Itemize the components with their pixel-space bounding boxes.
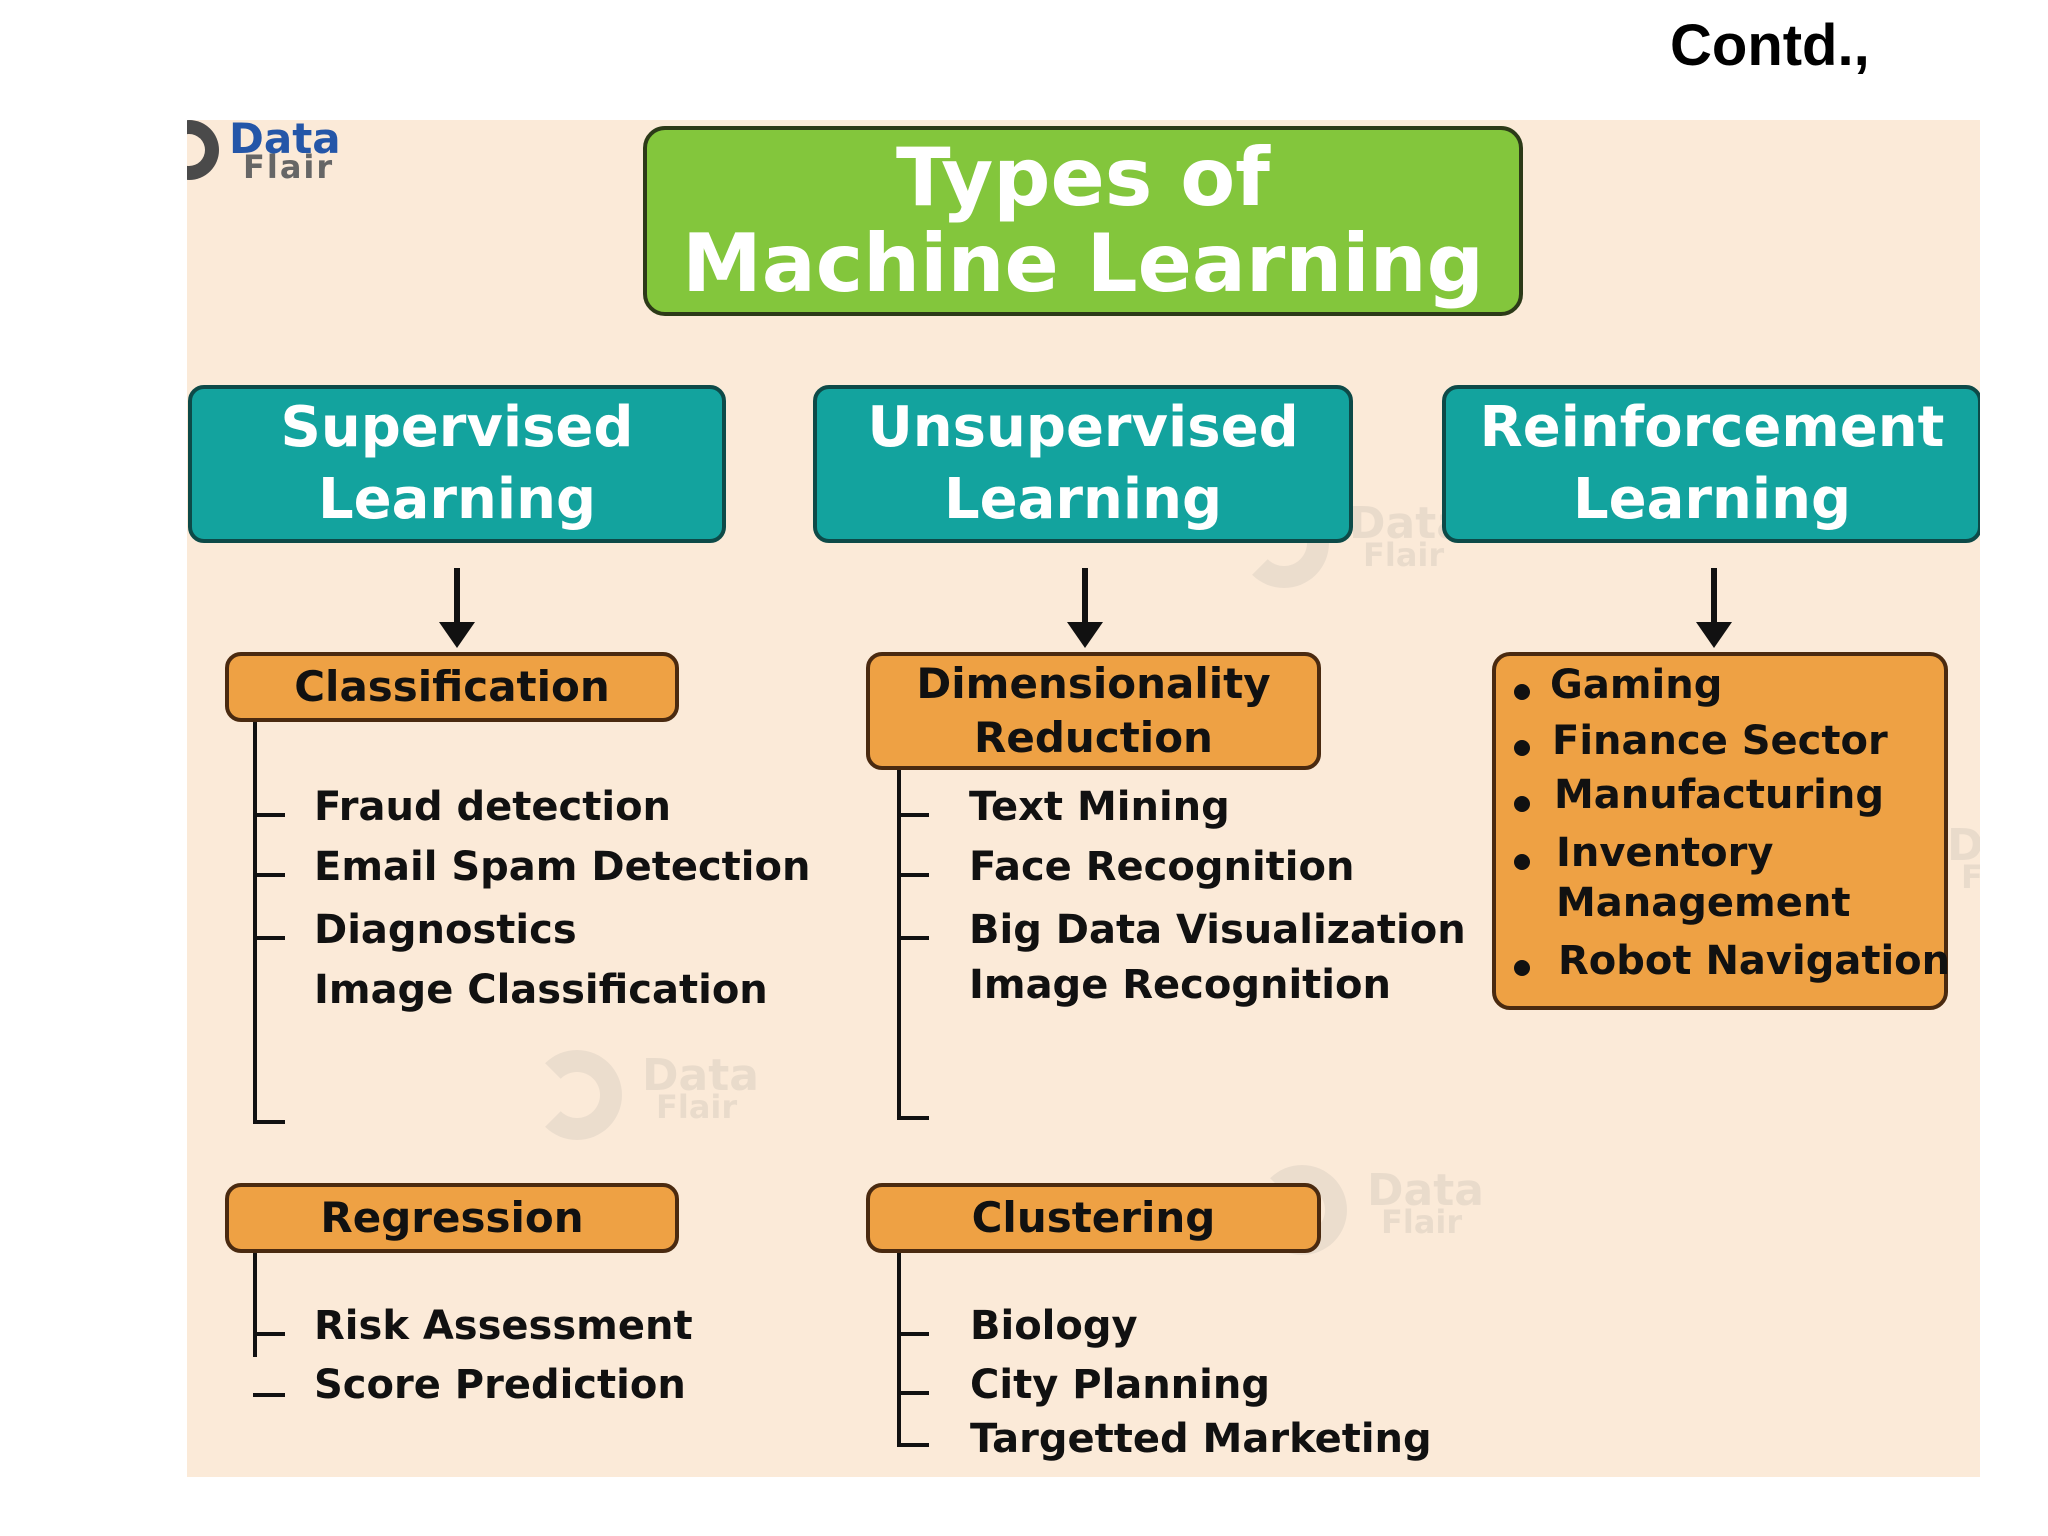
list-item: Image Classification — [314, 967, 768, 1013]
list-item: Face Recognition — [969, 844, 1355, 890]
tree-line — [897, 770, 901, 1120]
list-item: Targetted Marketing — [970, 1416, 1432, 1462]
logo-ring-icon — [187, 120, 219, 180]
tree-branch — [253, 813, 285, 817]
tree-branch — [253, 1332, 285, 1336]
tree-line — [253, 722, 257, 1124]
title-line2: Machine Learning — [682, 217, 1484, 310]
list-item: Risk Assessment — [314, 1303, 693, 1349]
tree-branch — [897, 1116, 929, 1120]
logo-line2: Flair — [243, 148, 335, 186]
unsupervised-line1: Unsupervised — [867, 395, 1299, 460]
reinforcement-applications-box: Gaming Finance Sector Manufacturing Inve… — [1492, 652, 1951, 1010]
tree-branch — [897, 1332, 929, 1336]
bullet-icon — [1514, 740, 1530, 756]
unsupervised-learning-box: Unsupervised Learning — [813, 385, 1353, 543]
bullet-icon — [1514, 960, 1530, 976]
regression-label: Regression — [320, 1193, 584, 1242]
tree-line — [897, 1253, 901, 1447]
clustering-box: Clustering — [866, 1183, 1321, 1253]
tree-branch — [897, 813, 929, 817]
contd-heading: Contd., — [1670, 13, 1870, 78]
supervised-learning-box: Supervised Learning — [188, 385, 726, 543]
tree-line — [253, 1253, 257, 1357]
list-item: Finance Sector — [1552, 718, 1888, 764]
list-item: Image Recognition — [969, 962, 1391, 1008]
tree-branch — [897, 1391, 929, 1395]
list-item: Text Mining — [969, 784, 1230, 830]
title-box: Types of Machine Learning — [643, 126, 1523, 316]
classification-label: Classification — [294, 662, 610, 711]
down-arrow-icon — [1067, 568, 1103, 648]
list-item: Diagnostics — [314, 907, 577, 953]
reinforcement-line2: Learning — [1572, 467, 1852, 532]
tree-branch — [253, 936, 285, 940]
bullet-icon — [1514, 684, 1530, 700]
tree-branch — [897, 1443, 929, 1447]
list-item: Robot Navigation — [1558, 938, 1951, 984]
tree-branch — [253, 873, 285, 877]
list-item: City Planning — [970, 1362, 1270, 1408]
tree-branch — [253, 1393, 285, 1397]
reinforcement-line1: Reinforcement — [1479, 395, 1945, 460]
down-arrow-icon — [439, 568, 475, 648]
list-item: Big Data Visualization — [969, 907, 1466, 953]
list-item: Fraud detection — [314, 784, 672, 830]
list-item: Gaming — [1550, 662, 1723, 708]
list-item: Biology — [970, 1303, 1138, 1349]
list-item: Score Prediction — [314, 1362, 686, 1408]
logo-line1: Data — [229, 120, 341, 163]
dimensionality-line2: Reduction — [974, 713, 1213, 762]
list-item: Email Spam Detection — [314, 844, 811, 890]
down-arrow-icon — [1696, 568, 1732, 648]
dimensionality-reduction-box: Dimensionality Reduction — [866, 652, 1321, 770]
regression-box: Regression — [225, 1183, 679, 1253]
bullet-icon — [1514, 854, 1530, 870]
unsupervised-line2: Learning — [943, 467, 1223, 532]
tree-branch — [897, 873, 929, 877]
classification-box: Classification — [225, 652, 679, 722]
dimensionality-line1: Dimensionality — [916, 659, 1271, 708]
title-line1: Types of — [896, 131, 1270, 224]
supervised-line2: Learning — [317, 467, 597, 532]
list-item: Management — [1556, 880, 1851, 926]
clustering-label: Clustering — [971, 1193, 1216, 1242]
tree-branch — [897, 936, 929, 940]
list-item: Inventory — [1556, 830, 1774, 876]
bullet-icon — [1514, 796, 1530, 812]
tree-branch — [253, 1120, 285, 1124]
supervised-line1: Supervised — [280, 395, 634, 460]
list-item: Manufacturing — [1554, 772, 1884, 818]
reinforcement-learning-box: Reinforcement Learning — [1442, 385, 1980, 543]
